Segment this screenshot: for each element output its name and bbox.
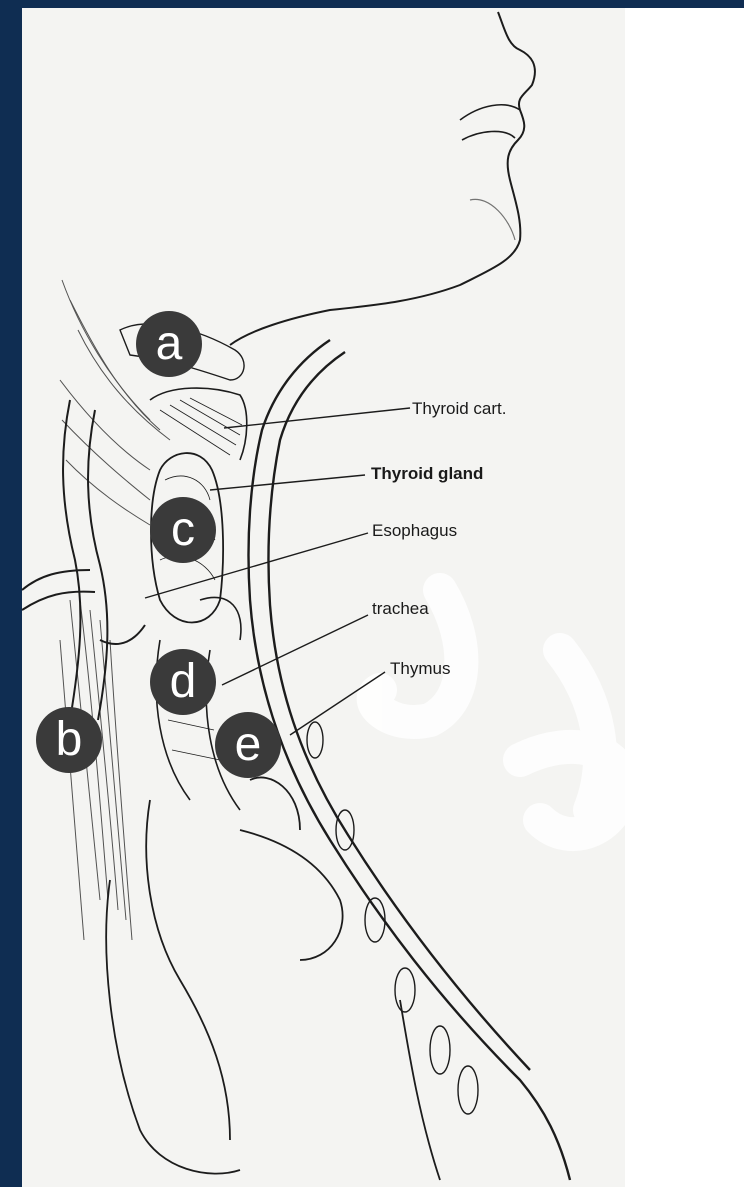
face-profile <box>230 12 535 345</box>
label-thymus: Thymus <box>390 660 450 677</box>
marker-e: e <box>215 712 281 778</box>
rib-sections <box>307 722 478 1114</box>
thyroid-cartilage-sketch <box>150 388 247 460</box>
label-thyroid-cartilage: Thyroid cart. <box>412 400 506 417</box>
marker-b: b <box>36 707 102 773</box>
leader-trachea <box>222 615 368 685</box>
leader-thyroid-cart <box>224 408 410 428</box>
leader-thyroid-gland <box>210 475 365 490</box>
label-thyroid-gland: Thyroid gland <box>371 465 483 482</box>
neck-muscles <box>60 280 170 940</box>
marker-d: d <box>150 649 216 715</box>
label-esophagus: Esophagus <box>372 522 457 539</box>
marker-a: a <box>136 311 202 377</box>
watermark <box>374 590 625 834</box>
mediastinum-sketch <box>106 777 440 1180</box>
marker-c: c <box>150 497 216 563</box>
jugular-vessels <box>22 400 145 720</box>
label-trachea: trachea <box>372 600 429 617</box>
